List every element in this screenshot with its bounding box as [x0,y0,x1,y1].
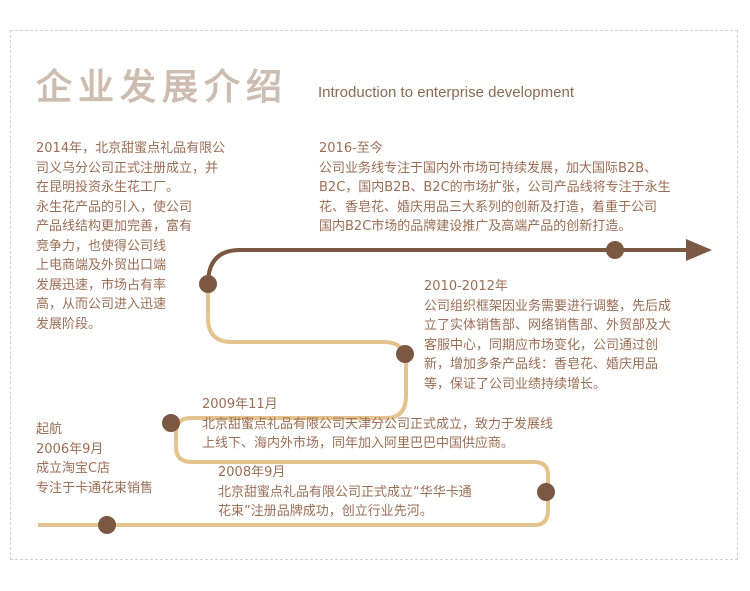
milestone-2006-line: 2006年9月 [36,441,104,457]
milestone-2008: 2008年9月 北京甜蜜点礼品有限公司正式成立“华华卡通 花束”注册品牌成功，创… [218,463,472,522]
milestone-2014-line: 在昆明投资永生花工厂。 [36,180,180,195]
page-title: 企业发展介绍 [36,67,289,108]
page-subtitle: Introduction to enterprise development [318,84,574,101]
milestone-2014-line: 永生花产品的引入，使公司 [36,199,193,215]
milestone-dot-2008 [537,483,555,501]
milestone-2009-line: 上线下、海内外市场，同年加入阿里巴巴中国供应商。 [202,436,515,451]
milestone-2010: 2010-2012年 公司组织框架因业务需要进行调整，先后成 立了实体销售部、网… [424,277,671,394]
milestone-2010-line: 立了实体销售部、网络销售部、外贸部及大 [424,318,672,333]
milestone-2014-line: 上电商端及外贸出口端 [36,258,167,273]
milestone-2009-line: 北京甜蜜点礼品有限公司天津分公司正式成立，致力于发展线 [202,416,554,432]
milestone-dot-2010 [396,345,414,363]
milestone-2006-line: 起航 [36,422,63,437]
milestone-2006: 起航 2006年9月 成立淘宝C店 专注于卡通花束销售 [36,420,153,498]
milestone-2008-line: 北京甜蜜点礼品有限公司正式成立“华华卡通 [218,484,472,500]
milestone-2009: 2009年11月 北京甜蜜点礼品有限公司天津分公司正式成立，致力于发展线 上线下… [202,395,553,454]
milestone-2014-line: 竞争力，也使得公司线 [36,238,167,254]
milestone-2010-line: 等，保证了公司业绩持续增长。 [424,376,607,392]
milestone-2014-line: 发展迅速，市场占有率 [36,277,167,293]
milestone-2016-line: 国内B2C市场的品牌建设推广及高端产品的创新打造。 [319,219,632,234]
milestone-2008-line: 花束”注册品牌成功，创立行业先河。 [218,504,433,519]
milestone-2010-line: 公司组织框架因业务需要进行调整，先后成 [424,298,672,314]
milestone-2006-line: 成立淘宝C店 [36,461,111,476]
milestone-2014-line: 司义乌分公司正式注册成立，并 [36,160,219,176]
milestone-2016-line: 公司业务线专注于国内外市场可持续发展，加大国际B2B、 [319,160,658,176]
milestone-2006-line: 专注于卡通花束销售 [36,480,154,496]
milestone-2014-line: 2014年，北京甜蜜点礼品有限公 [36,141,226,156]
arrow-head [686,239,712,261]
milestone-2016-line: B2C，国内B2B、B2C的市场扩张，公司产品线将专注于永生 [319,180,671,195]
milestone-2010-line: 客服中心，同期应市场变化，公司通过创 [424,337,659,353]
milestone-2009-year: 2009年11月 [202,397,278,412]
milestone-2008-year: 2008年9月 [218,465,286,480]
milestone-2016: 2016-至今 公司业务线专注于国内外市场可持续发展，加大国际B2B、 B2C，… [319,139,671,237]
milestone-2016-year: 2016-至今 [319,141,383,156]
milestone-dot-2014 [199,275,217,293]
milestone-2010-line: 新，增加多条产品线：香皂花、婚庆用品 [424,357,659,372]
milestone-2014-line: 高，从而公司进入迅速 [36,297,167,312]
milestone-dot-2016 [606,241,624,259]
milestone-2014: 2014年，北京甜蜜点礼品有限公 司义乌分公司正式注册成立，并 在昆明投资永生花… [36,139,225,334]
milestone-dot-2009 [162,414,180,432]
milestone-2016-line: 花、香皂花、婚庆用品三大系列的创新及打造，着重于公司 [319,199,658,215]
milestone-dot-2006 [98,516,116,534]
milestone-2010-year: 2010-2012年 [424,279,508,294]
milestone-2014-line: 发展阶段。 [36,316,102,332]
milestone-2014-line: 产品线结构更加完善，富有 [36,219,193,234]
page-frame [10,30,738,560]
